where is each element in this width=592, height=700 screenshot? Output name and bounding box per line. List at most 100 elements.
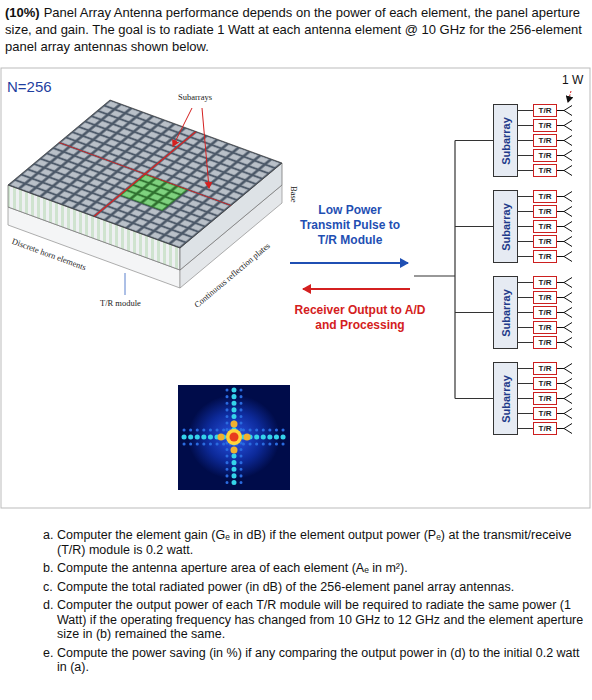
- antenna-horn: [564, 379, 572, 389]
- tr-module-box: T/R: [533, 220, 557, 233]
- question-item: a.Computer the element gain (Gₑ in dB) i…: [43, 528, 585, 557]
- antenna-feed: [557, 342, 564, 343]
- antenna-feed: [557, 155, 564, 156]
- module-label: T/R: [539, 136, 552, 145]
- feed-connector: [518, 327, 533, 328]
- module-label: T/R: [539, 409, 552, 418]
- antenna-symbol: [557, 166, 572, 176]
- antenna-feed: [557, 110, 564, 111]
- antenna-symbol: [557, 136, 572, 146]
- tr-module-box: T/R: [533, 104, 557, 117]
- feed-connector: [518, 211, 533, 212]
- antenna-feed: [557, 140, 564, 141]
- antenna-feed: [557, 196, 564, 197]
- module-label: T/R: [539, 192, 552, 201]
- antenna-symbol: [557, 207, 572, 217]
- tr-module-box: T/R: [533, 422, 557, 435]
- antenna-horn: [564, 192, 572, 202]
- antenna-symbol: [557, 192, 572, 202]
- tr-module-box: T/R: [533, 119, 557, 132]
- antenna-horn: [564, 323, 572, 333]
- feed-connector: [518, 241, 533, 242]
- feed-connector: [518, 413, 533, 414]
- module-label: T/R: [539, 424, 552, 433]
- transmit-arrow: [290, 262, 408, 264]
- module-label: T/R: [539, 106, 552, 115]
- tr-module-box: T/R: [533, 149, 557, 162]
- subarray-box: Subarray: [493, 104, 518, 177]
- antenna-feed: [557, 256, 564, 257]
- module-label: T/R: [539, 237, 552, 246]
- antenna-horn: [564, 278, 572, 288]
- item-marker: d.: [43, 598, 57, 642]
- question-text: Compute the antenna aperture area of eac…: [57, 561, 585, 576]
- antenna-horn: [564, 207, 572, 217]
- module-label: T/R: [539, 379, 552, 388]
- antenna-horn: [564, 308, 572, 318]
- antenna-feed: [557, 398, 564, 399]
- antenna-feed: [557, 413, 564, 414]
- tr-module-box: T/R: [533, 291, 557, 304]
- feed-connector: [518, 170, 533, 171]
- receive-arrow: [303, 288, 410, 290]
- antenna-symbol: [557, 308, 572, 318]
- antenna-horn: [564, 166, 572, 176]
- antenna-symbol: [557, 424, 572, 434]
- question-text: Compute the total radiated power (in dB)…: [57, 580, 585, 595]
- item-marker: e.: [43, 646, 57, 675]
- subarray-label: Subarray: [500, 375, 512, 423]
- antenna-symbol: [557, 151, 572, 161]
- tr-module-box: T/R: [533, 407, 557, 420]
- question-text: Computer the element gain (Gₑ in dB) if …: [57, 528, 585, 557]
- module-label: T/R: [539, 222, 552, 231]
- antenna-symbol: [557, 323, 572, 333]
- intro-paragraph: (10%)Panel Array Antenna performance dep…: [5, 4, 587, 55]
- antenna-feed: [557, 226, 564, 227]
- item-marker: b.: [43, 561, 57, 576]
- antenna-horn: [564, 364, 572, 374]
- module-label: T/R: [539, 252, 552, 261]
- antenna-symbol: [557, 222, 572, 232]
- tr-module-box: T/R: [533, 392, 557, 405]
- feed-connector: [518, 297, 533, 298]
- power-pointer: [568, 91, 571, 102]
- antenna-horn: [564, 222, 572, 232]
- feed-connector: [518, 342, 533, 343]
- feed-connector: [518, 256, 533, 257]
- antenna-horn: [564, 136, 572, 146]
- tr-module-box: T/R: [533, 235, 557, 248]
- antenna-feed: [557, 241, 564, 242]
- feed-connector: [518, 398, 533, 399]
- subarray-label: Subarray: [500, 203, 512, 251]
- antenna-horn: [564, 237, 572, 247]
- subarray-box: Subarray: [493, 190, 518, 263]
- module-label: T/R: [539, 207, 552, 216]
- module-label: T/R: [539, 394, 552, 403]
- module-label: T/R: [539, 338, 552, 347]
- tr-module-box: T/R: [533, 276, 557, 289]
- tr-module-box: T/R: [533, 190, 557, 203]
- part-label: Base: [289, 186, 299, 203]
- antenna-feed: [557, 368, 564, 369]
- antenna-feed: [557, 282, 564, 283]
- question-item: e.Compute the power saving (in %) if any…: [43, 646, 585, 675]
- subarray-box: Subarray: [493, 276, 518, 349]
- antenna-feed: [557, 170, 564, 171]
- tr-module-box: T/R: [533, 205, 557, 218]
- tr-module-box: T/R: [533, 134, 557, 147]
- antenna-feed: [557, 125, 564, 126]
- antenna-feed: [557, 312, 564, 313]
- module-label: T/R: [539, 151, 552, 160]
- power-callout: 1 W: [562, 73, 583, 87]
- module-label: T/R: [539, 323, 552, 332]
- feed-connector: [518, 368, 533, 369]
- feed-connector: [518, 110, 533, 111]
- tr-module-box: T/R: [533, 164, 557, 177]
- question-text: Computer the output power of each T/R mo…: [57, 598, 585, 642]
- tr-module-box: T/R: [533, 336, 557, 349]
- antenna-horn: [564, 394, 572, 404]
- feed-connector: [518, 428, 533, 429]
- antenna-horn: [564, 293, 572, 303]
- tr-module-box: T/R: [533, 306, 557, 319]
